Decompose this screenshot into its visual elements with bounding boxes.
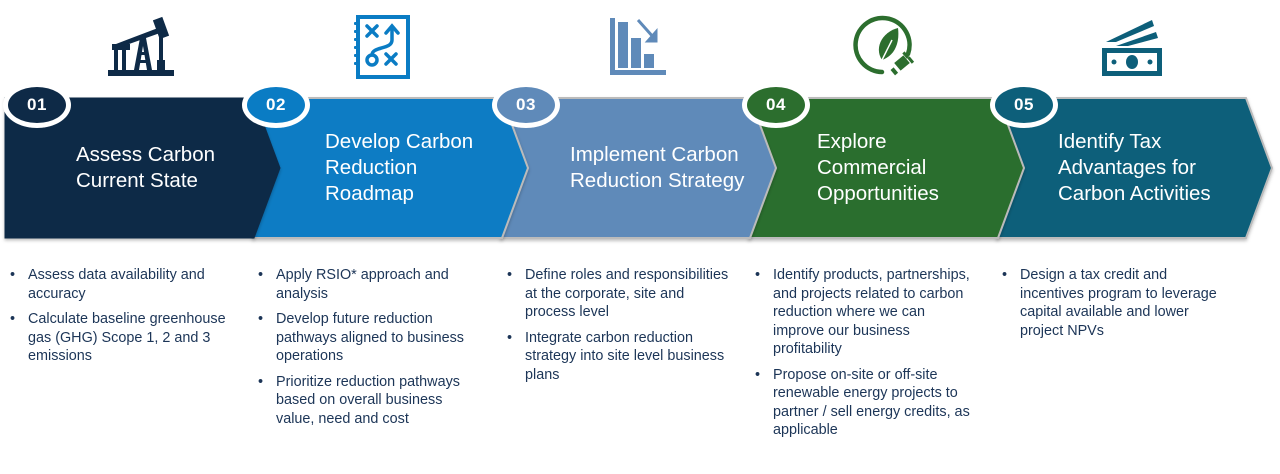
bullet-item: Calculate baseline greenhouse gas (GHG) … [8,310,233,366]
step-bullets-04: Identify products, partnerships, and pro… [753,266,978,447]
step-number-badge-04: 04 [742,82,810,128]
bullet-item: Integrate carbon reduction strategy into… [505,329,735,385]
money-bills-icon [1102,20,1162,76]
step-title-04: Explore Commercial Opportunities [817,98,997,238]
step-title-line: Reduction [325,156,418,179]
step-title-line: Explore [817,130,887,153]
step-title-line: Current State [76,169,198,192]
step-title-05: Identify Tax Advantages for Carbon Activ… [1058,98,1248,238]
leaf-plug-icon [853,15,915,76]
step-title-line: Reduction Strategy [570,169,745,192]
step-title-line: Opportunities [817,182,939,205]
strategy-roadmap-icon [354,15,410,79]
step-number-badge-03: 03 [492,82,560,128]
bullet-item: Define roles and responsibilities at the… [505,266,735,322]
step-number-badge-05: 05 [990,82,1058,128]
step-title-line: Carbon Activities [1058,182,1211,205]
bullet-item: Prioritize reduction pathways based on o… [256,373,481,429]
bullet-item: Assess data availability and accuracy [8,266,233,303]
step-title-line: Develop Carbon [325,130,474,153]
step-bullets-02: Apply RSIO* approach and analysis Develo… [256,266,481,435]
bullet-item: Design a tax credit and incentives progr… [1000,266,1235,340]
declining-bar-chart-icon [610,18,666,75]
step-title-line: Implement Carbon [570,143,739,166]
step-bullets-01: Assess data availability and accuracy Ca… [8,266,233,373]
bullet-item: Propose on-site or off-site renewable en… [753,366,978,440]
step-bullets-05: Design a tax credit and incentives progr… [1000,266,1235,347]
bullet-item: Develop future reduction pathways aligne… [256,310,481,366]
oil-pump-icon [108,16,174,76]
step-number-badge-02: 02 [242,82,310,128]
step-title-03: Implement Carbon Reduction Strategy [570,98,760,238]
step-title-line: Roadmap [325,182,414,205]
step-title-line: Identify Tax [1058,130,1162,153]
step-title-line: Advantages for [1058,156,1196,179]
step-title-01: Assess Carbon Current State [76,98,256,238]
bullet-item: Identify products, partnerships, and pro… [753,266,978,359]
bullet-item: Apply RSIO* approach and analysis [256,266,481,303]
step-number-badge-01: 01 [3,82,71,128]
step-title-line: Assess Carbon [76,143,216,166]
step-title-02: Develop Carbon Reduction Roadmap [325,98,505,238]
step-bullets-03: Define roles and responsibilities at the… [505,266,735,391]
step-title-line: Commercial [817,156,927,179]
